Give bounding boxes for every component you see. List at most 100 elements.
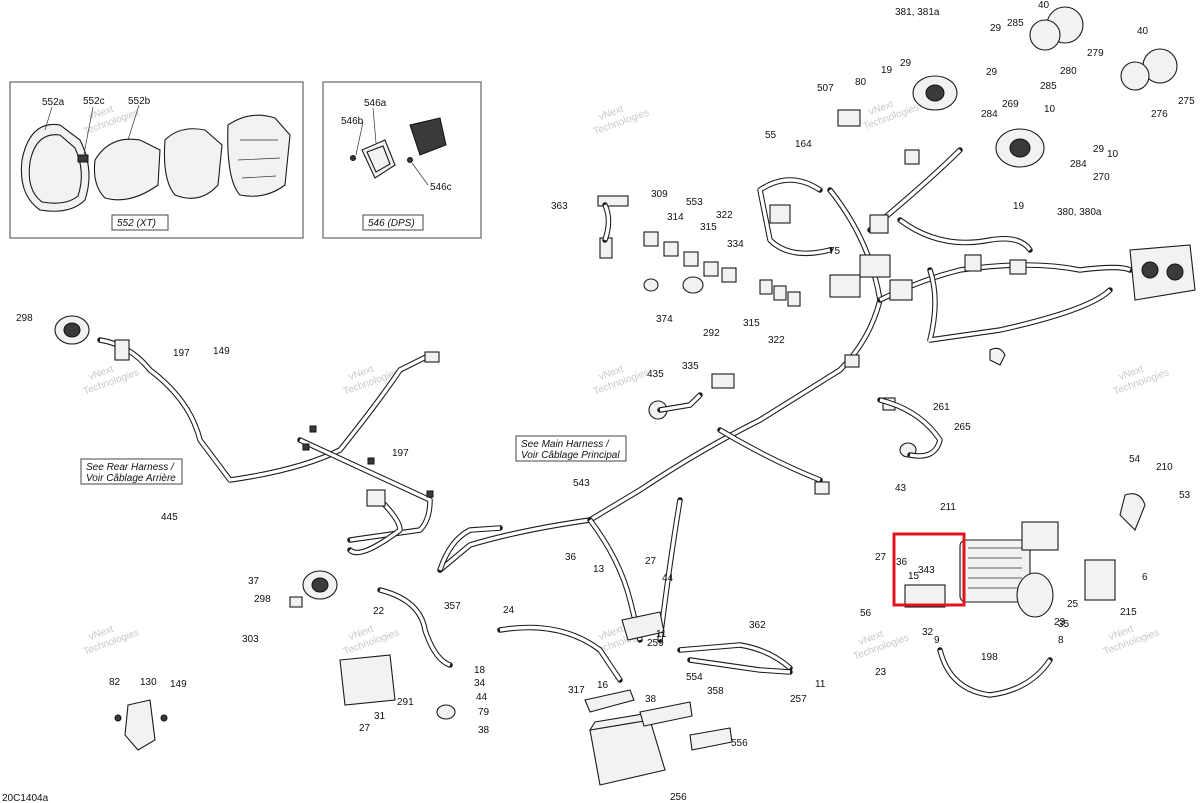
- main-harness-note-line2: Voir Câblage Principal: [521, 450, 620, 461]
- part-label: 36: [565, 552, 577, 563]
- rear-harness-note-line2: Voir Câblage Arrière: [86, 473, 176, 484]
- part-label: 298: [254, 594, 271, 605]
- part-label: 19: [1013, 201, 1025, 212]
- part-label: 37: [248, 576, 260, 587]
- part-label-546a: 546a: [364, 98, 387, 109]
- part-label: 24: [503, 605, 515, 616]
- part-label: 210: [1156, 462, 1173, 473]
- part-label: 445: [161, 512, 178, 523]
- steering-actuators: [912, 6, 1196, 301]
- part-label: 343: [918, 565, 935, 576]
- part-label: 80: [855, 77, 867, 88]
- part-label: 211: [940, 502, 956, 513]
- part-label: 322: [716, 210, 733, 221]
- part-label: 6: [1142, 572, 1148, 583]
- part-label: 279: [1087, 48, 1104, 59]
- winch-assembly: [904, 493, 1146, 618]
- part-label: 363: [551, 201, 568, 212]
- callout-main-harness: See Main Harness / Voir Câblage Principa…: [515, 435, 627, 462]
- part-label: 334: [727, 239, 744, 250]
- part-label: 44: [662, 573, 674, 584]
- part-label: 285: [1007, 18, 1024, 29]
- part-label: 23: [875, 667, 887, 678]
- inset-caption-546: 546 (DPS): [368, 218, 415, 229]
- part-label: 298: [16, 313, 33, 324]
- part-label: 280: [1060, 66, 1077, 77]
- part-label: 435: [647, 369, 664, 380]
- part-label: 53: [1179, 490, 1191, 501]
- part-label: 259: [647, 638, 664, 649]
- part-label-552a: 552a: [42, 97, 65, 108]
- part-labels: 381, 381a 29 285 40 279 40 280 275 276 2…: [16, 0, 1195, 803]
- part-label: 29: [990, 23, 1002, 34]
- part-label: 164: [795, 139, 812, 150]
- part-label: 556: [731, 738, 748, 749]
- part-label: 381, 381a: [895, 7, 940, 18]
- part-label: 38: [478, 725, 490, 736]
- part-label: 54: [1129, 454, 1141, 465]
- part-label: 291: [397, 697, 414, 708]
- part-label: 309: [651, 189, 668, 200]
- callout-rear-harness: See Rear Harness / Voir Câblage Arrière: [80, 458, 183, 485]
- part-label: 303: [242, 634, 259, 645]
- part-label: 82: [109, 677, 121, 688]
- part-label: 35: [1058, 619, 1070, 630]
- part-label: 15: [908, 571, 920, 582]
- part-label: 197: [392, 448, 409, 459]
- part-label: 29: [900, 58, 912, 69]
- part-label: 23: [1054, 617, 1066, 628]
- part-label: 29: [986, 67, 998, 78]
- part-label: 22: [373, 606, 385, 617]
- part-label: 317: [568, 685, 585, 696]
- part-label: 322: [768, 335, 785, 346]
- part-label: 10: [1044, 104, 1056, 115]
- part-label: 315: [700, 222, 717, 233]
- part-label: 261: [933, 402, 950, 413]
- part-label: 270: [1093, 172, 1110, 183]
- part-label: 265: [954, 422, 971, 433]
- part-label: 256: [670, 792, 687, 803]
- part-label: 10: [1107, 149, 1119, 160]
- part-label: 11: [815, 679, 826, 690]
- part-label: 269: [1002, 99, 1019, 110]
- part-label: 292: [703, 328, 720, 339]
- part-label: 29: [1093, 144, 1105, 155]
- rear-harness-note-line1: See Rear Harness /: [86, 462, 175, 473]
- battery-and-modules: [114, 109, 1006, 786]
- part-label-546c: 546c: [430, 182, 452, 193]
- part-label: 36: [896, 557, 908, 568]
- part-label: 357: [444, 601, 461, 612]
- part-label: 40: [1038, 0, 1050, 11]
- inset-box-552: 552 (XT) 552a 552c 552b: [9, 81, 304, 239]
- part-label: 16: [597, 680, 609, 691]
- part-label-546b: 546b: [341, 116, 364, 127]
- part-label: 553: [686, 197, 703, 208]
- part-label: 56: [860, 608, 872, 619]
- part-label: 31: [374, 711, 386, 722]
- part-label: 79: [478, 707, 490, 718]
- part-label: 11: [656, 629, 667, 640]
- part-label: 40: [1137, 26, 1149, 37]
- part-label: 149: [170, 679, 187, 690]
- part-label: 55: [765, 130, 777, 141]
- part-label: 27: [645, 556, 657, 567]
- inset-box-546: 546 (DPS) 546a 546b 546c: [322, 81, 482, 239]
- part-label: 8: [1058, 635, 1064, 646]
- part-label: 284: [1070, 159, 1087, 170]
- part-label: 284: [981, 109, 998, 120]
- part-label: 27: [875, 552, 887, 563]
- part-label: 276: [1151, 109, 1168, 120]
- highlight-box: [892, 532, 966, 607]
- part-label: 75: [829, 246, 841, 257]
- auxiliary-wires: [377, 202, 1053, 698]
- part-label: 257: [790, 694, 807, 705]
- part-label: 19: [881, 65, 893, 76]
- part-label: 34: [474, 678, 486, 689]
- part-label: 380, 380a: [1057, 207, 1102, 218]
- part-label: 543: [573, 478, 590, 489]
- part-label: 38: [645, 694, 657, 705]
- part-label: 18: [474, 665, 486, 676]
- part-label: 335: [682, 361, 699, 372]
- part-label: 130: [140, 677, 157, 688]
